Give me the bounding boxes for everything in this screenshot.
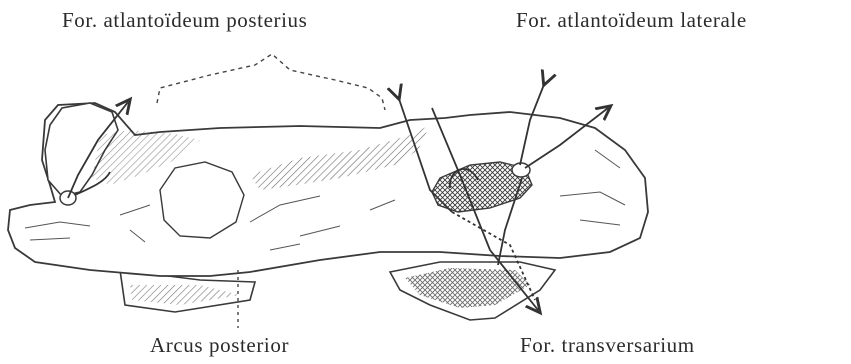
label-foramen-laterale: For. atlantoïdeum laterale (516, 8, 747, 33)
dashed-foramen-outline (157, 54, 385, 110)
label-arcus-posterior: Arcus posterior (150, 333, 289, 358)
label-foramen-transversarium: For. transversarium (520, 333, 695, 358)
label-foramen-posterius: For. atlantoïdeum posterius (62, 8, 307, 33)
lateral-foramen-hole (512, 163, 530, 177)
